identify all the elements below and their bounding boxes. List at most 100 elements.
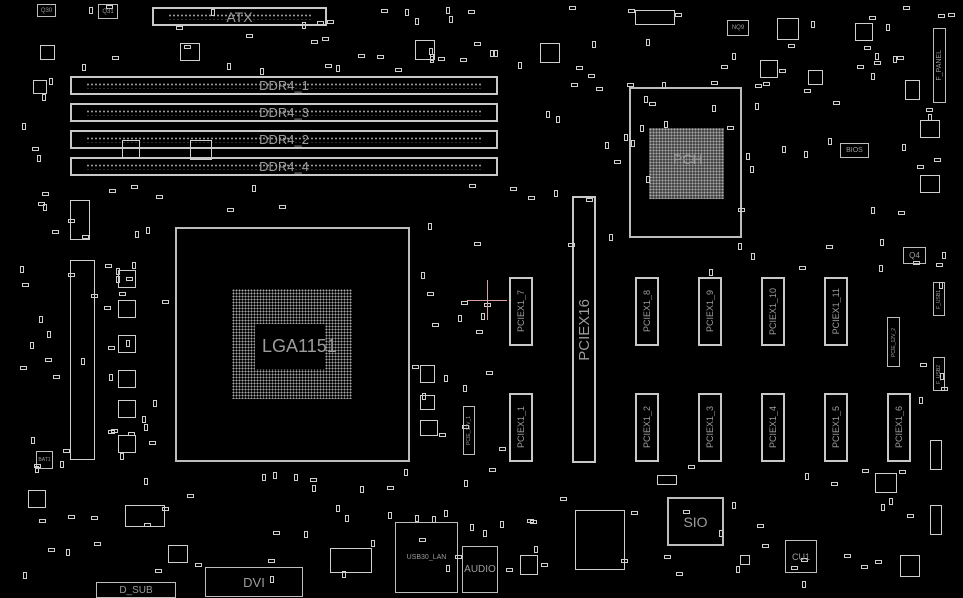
- smd-passive: [302, 22, 306, 29]
- smd-passive: [802, 581, 806, 588]
- smd-passive: [499, 447, 506, 451]
- smd-passive: [732, 53, 736, 60]
- smd-passive: [881, 504, 885, 511]
- smd-passive: [68, 273, 75, 277]
- pciex1-slot-8[interactable]: PCIEX1_8: [635, 277, 659, 346]
- q31-component[interactable]: Q31: [98, 4, 118, 19]
- component-label: Q30: [40, 7, 53, 14]
- smd-passive: [360, 486, 364, 493]
- bios-chip[interactable]: BIOS: [840, 143, 869, 158]
- smd-passive: [37, 155, 41, 162]
- smd-passive: [430, 54, 434, 61]
- nq9-component[interactable]: NQ9: [727, 20, 749, 36]
- smd-passive: [664, 555, 671, 559]
- pciex1-slot-6[interactable]: PCIEX1_6: [887, 393, 911, 462]
- ddr4-slot-1[interactable]: DDR4_1: [70, 76, 498, 95]
- pch-chip-outline[interactable]: PCH: [629, 87, 742, 238]
- smd-part: [330, 548, 372, 573]
- smd-passive: [131, 185, 138, 189]
- pcie-12v-2-connector[interactable]: PCIE_12V_2: [887, 317, 900, 367]
- smd-part: [657, 475, 677, 485]
- smd-passive: [486, 371, 493, 375]
- slot-label: PCIEX1_3: [705, 406, 715, 449]
- smd-passive: [897, 56, 904, 60]
- pciex1-slot-5[interactable]: PCIEX1_5: [824, 393, 848, 462]
- cu1-chip[interactable]: CU1: [785, 540, 817, 573]
- smd-passive: [108, 346, 115, 350]
- smd-passive: [554, 190, 558, 197]
- smd-passive: [128, 432, 135, 436]
- ddr4-slot-4[interactable]: DDR4_4: [70, 157, 498, 176]
- dvi-connector[interactable]: DVI: [205, 567, 303, 597]
- smd-passive: [82, 64, 86, 71]
- pciex1-slot-2[interactable]: PCIEX1_2: [635, 393, 659, 462]
- smd-passive: [556, 116, 560, 123]
- smd-passive: [415, 18, 419, 25]
- smd-passive: [345, 515, 349, 522]
- dsub-label: D_SUB: [119, 584, 153, 596]
- smd-part: [28, 490, 46, 508]
- smd-passive: [91, 294, 98, 298]
- smd-passive: [144, 424, 148, 431]
- atx-connector[interactable]: ATX: [152, 7, 327, 26]
- pciex1-slot-11[interactable]: PCIEX1_11: [824, 277, 848, 346]
- battery-component[interactable]: BAT1: [36, 451, 53, 469]
- slot-label: PCIEX1_1: [516, 406, 526, 449]
- f-usb2-header[interactable]: F_USB2: [933, 357, 945, 391]
- smd-passive: [325, 64, 332, 68]
- smd-passive: [135, 231, 139, 238]
- smd-part: [875, 473, 897, 493]
- smd-passive: [917, 165, 924, 169]
- smd-passive: [903, 6, 910, 10]
- smd-passive: [109, 189, 116, 193]
- q30-component[interactable]: Q30: [37, 4, 56, 17]
- smd-passive: [279, 205, 286, 209]
- smd-passive: [42, 192, 49, 196]
- pciex1-slot-7[interactable]: PCIEX1_7: [509, 277, 533, 346]
- smd-part: [420, 395, 435, 410]
- smd-passive: [227, 63, 231, 70]
- usb30-lan-connector[interactable]: USB30_LAN: [395, 522, 458, 593]
- smd-passive: [120, 453, 124, 460]
- smd-passive: [527, 519, 534, 523]
- pciex1-slot-4[interactable]: PCIEX1_4: [761, 393, 785, 462]
- pcie-12v-1-connector[interactable]: PCIE_12V_1: [463, 406, 475, 455]
- pciex1-slot-10[interactable]: PCIEX1_10: [761, 277, 785, 346]
- cpu-socket[interactable]: LGA1151: [175, 227, 410, 462]
- pciex1-slot-9[interactable]: PCIEX1_9: [698, 277, 722, 346]
- smd-passive: [464, 480, 468, 487]
- smd-passive: [938, 14, 945, 18]
- dsub-connector[interactable]: D_SUB: [96, 582, 176, 598]
- smd-passive: [312, 485, 316, 492]
- smd-passive: [412, 365, 419, 369]
- q4-component[interactable]: Q4: [903, 247, 926, 264]
- smd-passive: [432, 323, 439, 327]
- smd-passive: [576, 66, 583, 70]
- ddr4-slot-3[interactable]: DDR4_3: [70, 103, 498, 122]
- pciex1-slot-1[interactable]: PCIEX1_1: [509, 393, 533, 462]
- smd-passive: [260, 68, 264, 75]
- smd-passive: [518, 62, 522, 69]
- smd-passive: [490, 50, 494, 57]
- smd-part: [70, 200, 90, 240]
- smd-passive: [676, 572, 683, 576]
- smd-passive: [746, 153, 750, 160]
- sio-chip[interactable]: SIO: [667, 497, 724, 546]
- smd-passive: [879, 265, 883, 272]
- smd-passive: [596, 87, 603, 91]
- ddr4-slot-2[interactable]: DDR4_2: [70, 130, 498, 149]
- smd-passive: [568, 243, 575, 247]
- smd-passive: [646, 176, 650, 183]
- smd-passive: [934, 158, 941, 162]
- smd-passive: [898, 211, 905, 215]
- smd-passive: [510, 187, 517, 191]
- smd-passive: [381, 9, 388, 13]
- smd-part: [905, 80, 920, 100]
- audio-jack[interactable]: AUDIO: [462, 546, 498, 593]
- smd-passive: [804, 89, 811, 93]
- pciex1-slot-3[interactable]: PCIEX1_3: [698, 393, 722, 462]
- smd-part: [920, 175, 940, 193]
- smd-passive: [683, 510, 690, 514]
- f-panel-header[interactable]: F_PANEL: [933, 28, 946, 103]
- pciex16-slot[interactable]: PCIEX16: [572, 196, 596, 463]
